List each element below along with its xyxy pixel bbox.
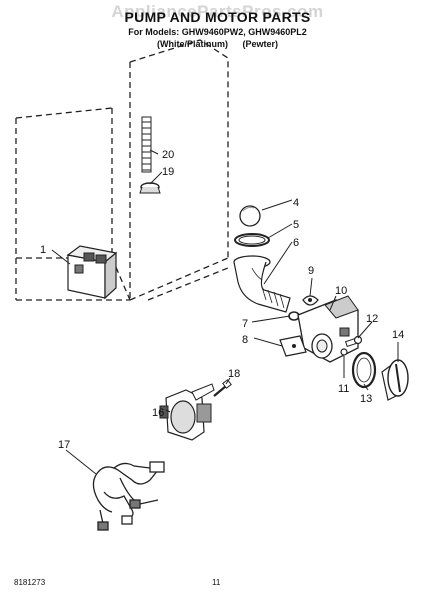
model-list: For Models: GHW9460PW2, GHW9460PL2 (128, 27, 307, 37)
bracket-part-8 (279, 335, 307, 357)
callout-1: 1 (40, 244, 46, 256)
callout-16: 16 (152, 407, 164, 419)
nut-part-11 (340, 348, 348, 356)
color-variants: (White/Platinum) (Pewter) (0, 39, 435, 49)
callout-7: 7 (242, 318, 248, 330)
callout-14: 14 (392, 329, 404, 341)
filter-cap-part-14 (381, 358, 409, 401)
page-title: PUMP AND MOTOR PARTS (124, 9, 311, 25)
screw-part-18 (213, 379, 232, 397)
color-pewter: (Pewter) (242, 39, 279, 49)
hose-clamp-part-19 (139, 182, 161, 194)
pump-housing-part-10 (297, 295, 359, 363)
callout-10: 10 (335, 285, 347, 297)
callout-5: 5 (293, 219, 299, 231)
pump-hose-part-6 (233, 255, 291, 313)
pump-motor-part-16 (159, 383, 215, 441)
clamp-ring-part-5 (234, 233, 270, 247)
callout-11: 11 (338, 383, 349, 395)
page-number: 11 (212, 578, 221, 587)
check-ball-part-4 (239, 205, 261, 227)
callout-6: 6 (293, 237, 299, 249)
callout-13: 13 (360, 393, 372, 405)
callout-17: 17 (58, 439, 70, 451)
color-white-platinum: (White/Platinum) (156, 39, 228, 49)
cabinet-outline (15, 39, 229, 301)
callout-19: 19 (162, 166, 174, 178)
callout-4: 4 (293, 197, 299, 209)
o-ring-part-7 (288, 311, 300, 321)
callout-9: 9 (308, 265, 314, 277)
watermark: AppliancePartsPros.com (111, 2, 324, 21)
junction-box-part-1 (66, 245, 118, 300)
leader-lines (51, 149, 399, 475)
drain-hose-part-20 (141, 116, 152, 173)
callout-12: 12 (366, 313, 378, 325)
seal-ring-part-13 (351, 351, 377, 389)
wire-harness-part-17 (92, 461, 165, 531)
screw-part-12 (344, 335, 363, 348)
callout-18: 18 (228, 368, 240, 380)
callout-8: 8 (242, 334, 248, 346)
small-clamp-part-9 (302, 295, 319, 306)
callout-20: 20 (162, 149, 174, 161)
document-number: 8181273 (14, 578, 46, 587)
